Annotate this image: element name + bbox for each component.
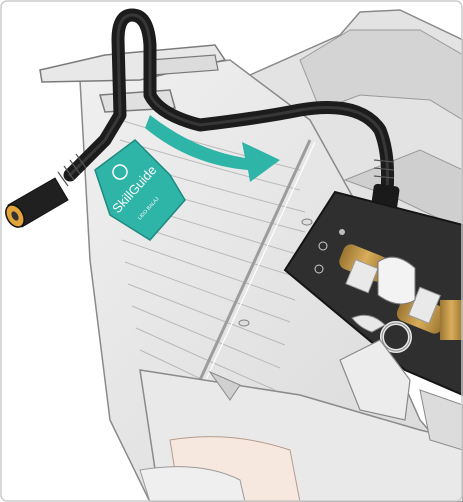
illustration-canvas: SkillGuide LIDO BALAJ bbox=[0, 0, 463, 502]
assembly-illustration: SkillGuide LIDO BALAJ bbox=[0, 0, 463, 502]
